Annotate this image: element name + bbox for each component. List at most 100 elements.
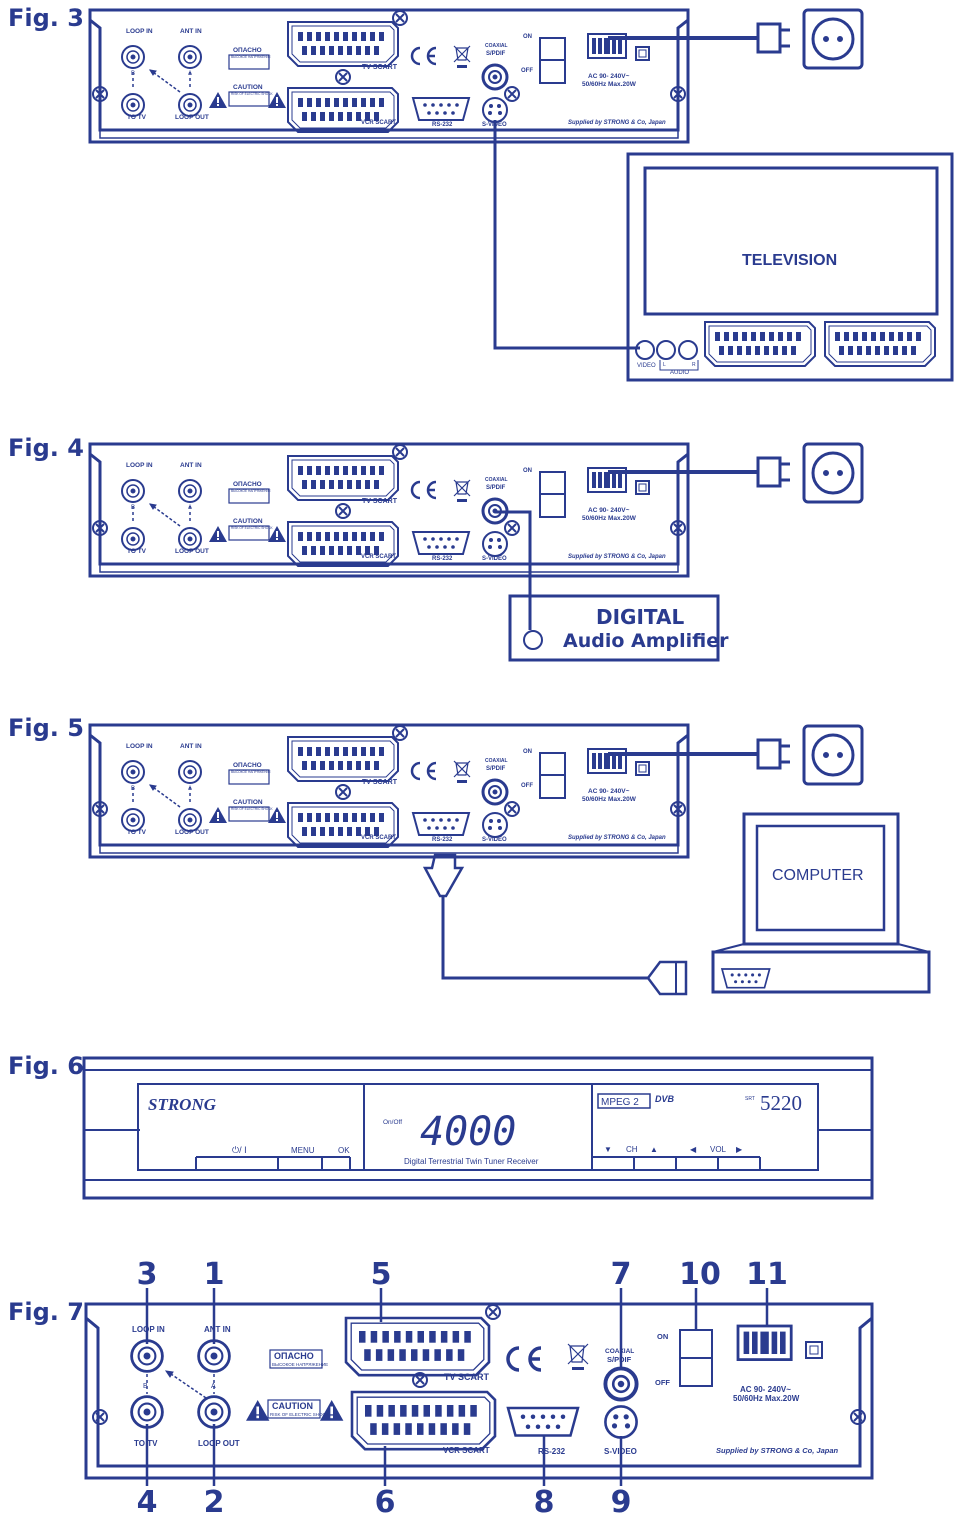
- ac-label-2: 50/60Hz Max.20W: [582, 796, 637, 803]
- ac-label-1: AC 90- 240V~: [588, 73, 630, 80]
- tv-scart-label: TV SCART: [362, 498, 398, 505]
- mpeg-logo: MPEG 2: [601, 1097, 639, 1108]
- spdif-label: S/PDIF: [607, 1355, 632, 1364]
- loop-in-label: LOOP IN: [132, 1325, 165, 1334]
- caution-sub: RISK OF ELECTRIC SHOCK: [231, 526, 273, 530]
- warning-ru-sub: ВЫСОКОЕ НАПРЯЖЕНИЕ: [231, 770, 271, 774]
- svideo-label: S-VIDEO: [482, 556, 507, 562]
- on-label: ON: [523, 34, 532, 40]
- rs232-label: RS-232: [432, 556, 453, 562]
- loop-in-label: LOOP IN: [126, 462, 153, 469]
- brand-logo: STRONG: [148, 1095, 217, 1114]
- svg-text:▶: ▶: [736, 1145, 743, 1154]
- callout-10: 10: [679, 1257, 721, 1292]
- on-label: ON: [657, 1332, 668, 1341]
- dvb-logo: DVB: [655, 1094, 675, 1104]
- b-label: B: [131, 71, 135, 77]
- off-label: OFF: [655, 1378, 670, 1387]
- loop-out-label: LOOP OUT: [175, 829, 209, 836]
- svideo-label: S-VIDEO: [482, 122, 507, 128]
- loop-out-label: LOOP OUT: [175, 548, 209, 555]
- ac-label-1: AC 90- 240V~: [588, 788, 630, 795]
- callout-7: 7: [611, 1257, 632, 1292]
- coaxial-label: COAXIAL: [605, 1348, 634, 1355]
- television-label: TELEVISION: [742, 252, 837, 269]
- vcr-scart-label: VCR SCART: [361, 835, 396, 841]
- amp-line2: Audio Amplifier: [563, 630, 729, 652]
- audio-l-label: L: [663, 362, 666, 368]
- fig5-diagram: [90, 725, 931, 996]
- loop-in-label: LOOP IN: [126, 28, 153, 35]
- callout-1: 1: [204, 1257, 225, 1292]
- a-label: A: [188, 786, 192, 792]
- fig5-label: Fig. 5: [8, 714, 84, 742]
- spdif-label: S/PDIF: [486, 51, 506, 57]
- tv-scart-label: TV SCART: [362, 779, 398, 786]
- srt-label: SRT: [745, 1096, 755, 1102]
- callout-6: 6: [375, 1485, 396, 1517]
- callout-9: 9: [611, 1485, 632, 1517]
- caution-label: CAUTION: [233, 518, 263, 525]
- ant-in-label: ANT IN: [180, 28, 202, 35]
- coaxial-label: COAXIAL: [485, 758, 508, 764]
- to-tv-label: TO TV: [134, 1439, 158, 1448]
- callout-11: 11: [746, 1257, 788, 1292]
- caution-sub: RISK OF ELECTRIC SHOCK: [270, 1412, 329, 1417]
- fig4-diagram: [90, 442, 864, 662]
- fig7-label: Fig. 7: [8, 1298, 84, 1326]
- caution-label: CAUTION: [272, 1401, 313, 1411]
- loop-out-label: LOOP OUT: [198, 1439, 240, 1448]
- svg-text:▲: ▲: [650, 1145, 658, 1154]
- warning-ru-sub: ВЫСОКОЕ НАПРЯЖЕНИЕ: [231, 489, 271, 493]
- tv-scart-label: TV SCART: [362, 64, 398, 71]
- b-label: B: [131, 505, 135, 511]
- fig7-diagram: [84, 1288, 874, 1486]
- computer-label: COMPUTER: [772, 867, 864, 884]
- fig4-label: Fig. 4: [8, 434, 84, 462]
- menu-button-label: MENU: [291, 1146, 315, 1155]
- warning-ru: ОПАСНО: [233, 762, 262, 769]
- callout-8: 8: [534, 1485, 555, 1517]
- coaxial-label: COAXIAL: [485, 43, 508, 49]
- coaxial-label: COAXIAL: [485, 477, 508, 483]
- svg-text:◀: ◀: [690, 1145, 697, 1154]
- off-label: OFF: [521, 783, 533, 789]
- rs232-label: RS-232: [432, 837, 453, 843]
- ac-label-1: AC 90- 240V~: [740, 1385, 791, 1394]
- ac-label-1: AC 90- 240V~: [588, 507, 630, 514]
- supplied-label: Supplied by STRONG & Co, Japan: [568, 120, 666, 126]
- fig3-label: Fig. 3: [8, 4, 84, 32]
- loop-in-label: LOOP IN: [126, 743, 153, 750]
- ant-in-label: ANT IN: [180, 462, 202, 469]
- to-tv-label: TO TV: [127, 114, 147, 121]
- diagram-text: LOOP IN ANT IN B A TO TV LOOP OUT ОПАСНО…: [126, 28, 864, 1517]
- ac-label-2: 50/60Hz Max.20W: [582, 81, 637, 88]
- caution-sub: RISK OF ELECTRIC SHOCK: [231, 807, 273, 811]
- power-button-label: ⏻/ I: [232, 1145, 247, 1155]
- caution-label: CAUTION: [233, 799, 263, 806]
- to-tv-label: TO TV: [127, 548, 147, 555]
- caution-label: CAUTION: [233, 84, 263, 91]
- svideo-label: S-VIDEO: [482, 837, 507, 843]
- warning-ru: ОПАСНО: [233, 47, 262, 54]
- vcr-scart-label: VCR SCART: [361, 554, 396, 560]
- on-label: ON: [523, 749, 532, 755]
- amp-line1: DIGITAL: [596, 605, 684, 629]
- warning-ru: ОПАСНО: [233, 481, 262, 488]
- supplied-label: Supplied by STRONG & Co, Japan: [716, 1446, 839, 1455]
- warning-ru: ОПАСНО: [274, 1351, 314, 1361]
- caution-sub: RISK OF ELECTRIC SHOCK: [231, 92, 273, 96]
- tv-scart-label: TV SCART: [444, 1372, 490, 1382]
- video-label: VIDEO: [637, 363, 656, 369]
- ant-in-label: ANT IN: [204, 1325, 231, 1334]
- fig3-diagram: [90, 8, 954, 382]
- off-label: OFF: [521, 68, 533, 74]
- to-tv-label: TO TV: [127, 829, 147, 836]
- rs232-label: RS-232: [538, 1447, 566, 1456]
- callout-3: 3: [137, 1257, 158, 1292]
- ac-label-2: 50/60Hz Max.20W: [582, 515, 637, 522]
- led-display: 4000: [420, 1109, 516, 1155]
- ch-label: CH: [626, 1145, 638, 1154]
- supplied-label: Supplied by STRONG & Co, Japan: [568, 554, 666, 560]
